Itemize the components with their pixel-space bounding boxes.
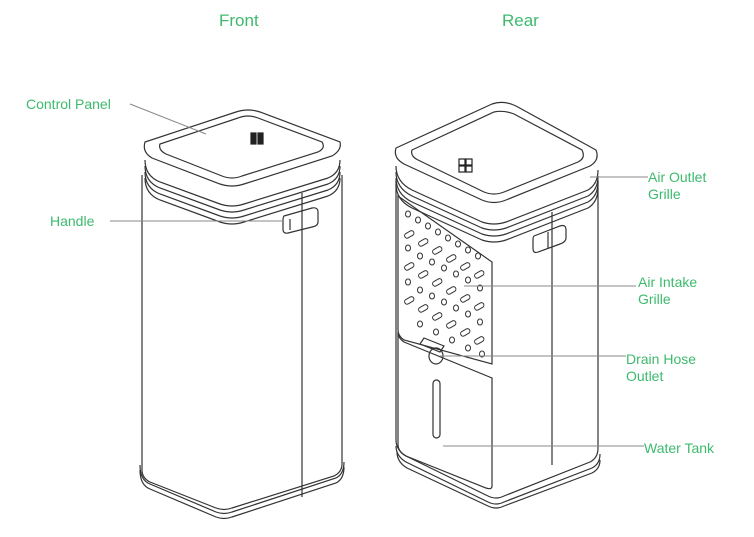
control-panel-display-icon — [250, 132, 264, 145]
label-air-intake-line1: Air Intake — [638, 274, 698, 290]
label-handle: Handle — [50, 213, 95, 229]
rear-unit-drawing — [394, 101, 601, 509]
label-water-tank: Water Tank — [644, 440, 715, 456]
label-drain-hose-line1: Drain Hose — [626, 351, 697, 367]
label-air-intake-line2: Grille — [638, 291, 671, 307]
rear-display-icon — [458, 158, 473, 173]
label-air-outlet-line2: Grille — [648, 186, 681, 202]
label-air-outlet-grille: Air Outlet Grille — [648, 169, 706, 203]
water-tank-window — [432, 379, 441, 439]
rear-view-title: Rear — [502, 11, 539, 30]
front-handle — [282, 207, 319, 234]
air-intake-grille-holes — [404, 210, 485, 358]
label-drain-hose-outlet: Drain Hose Outlet — [626, 351, 696, 385]
label-air-outlet-line1: Air Outlet — [648, 169, 707, 185]
label-air-intake-grille: Air Intake Grille — [638, 274, 697, 308]
front-unit-drawing — [139, 109, 345, 520]
front-view-title: Front — [219, 11, 259, 30]
label-drain-hose-line2: Outlet — [626, 368, 664, 384]
rear-handle — [532, 224, 567, 254]
label-control-panel: Control Panel — [26, 96, 111, 112]
water-tank-panel — [397, 331, 493, 490]
